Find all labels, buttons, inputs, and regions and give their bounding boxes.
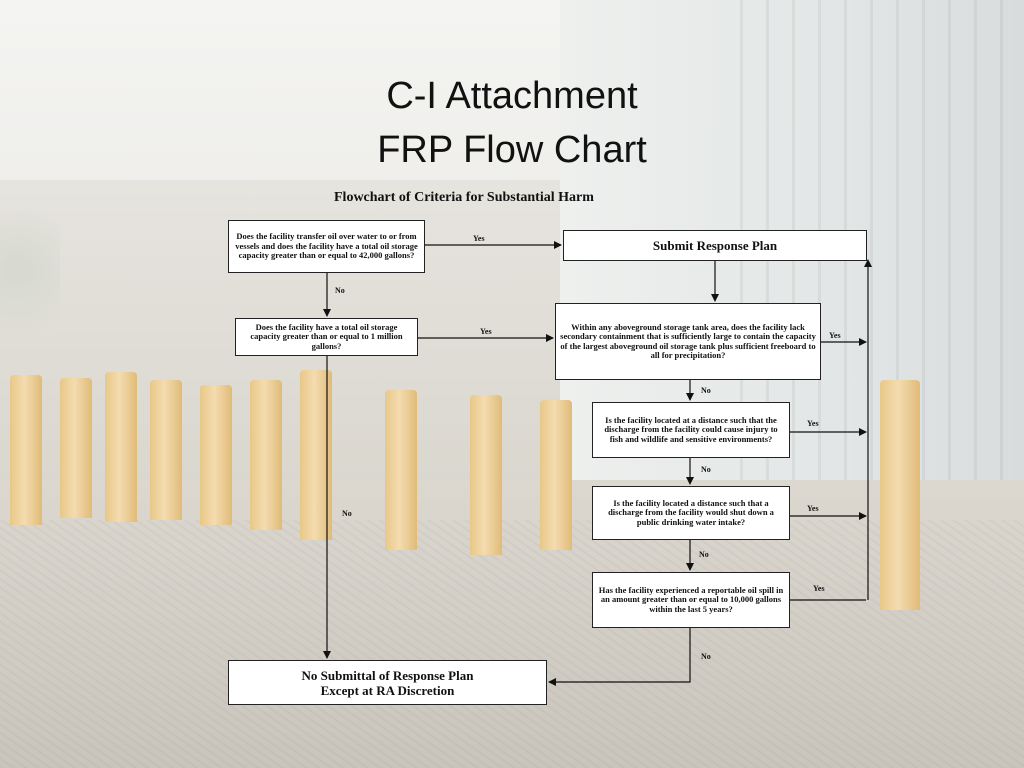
node-capacity-question: Does the facility have a total oil stora… [235,318,418,356]
flowchart-title: Flowchart of Criteria for Substantial Ha… [334,190,594,205]
node-containment-question: Within any aboveground storage tank area… [555,303,821,380]
edge-label-yes: Yes [813,584,825,593]
edge-label-no: No [335,286,345,295]
edge-label-no: No [701,465,711,474]
node-drinking-water-question: Is the facility located a distance such … [592,486,790,540]
node-transfer-question: Does the facility transfer oil over wate… [228,220,425,273]
slide-title-line1: C-I Attachment [386,75,638,117]
edge-label-yes: Yes [807,419,819,428]
edge-label-yes: Yes [480,327,492,336]
edge-label-yes: Yes [829,331,841,340]
edge-label-no: No [701,652,711,661]
node-fish-wildlife-question: Is the facility located at a distance su… [592,402,790,458]
slide-title-line2: FRP Flow Chart [377,129,647,171]
edge-label-no: No [342,509,352,518]
edge-label-yes: Yes [807,504,819,513]
arrow-spill-to-no-submittal [548,628,691,686]
node-spill-history-question: Has the facility experienced a reportabl… [592,572,790,628]
edge-label-no: No [699,550,709,559]
edge-label-yes: Yes [473,234,485,243]
node-submit-response-plan: Submit Response Plan [563,230,867,261]
edge-label-no: No [701,386,711,395]
node-no-submittal: No Submittal of Response Plan Except at … [228,660,547,705]
